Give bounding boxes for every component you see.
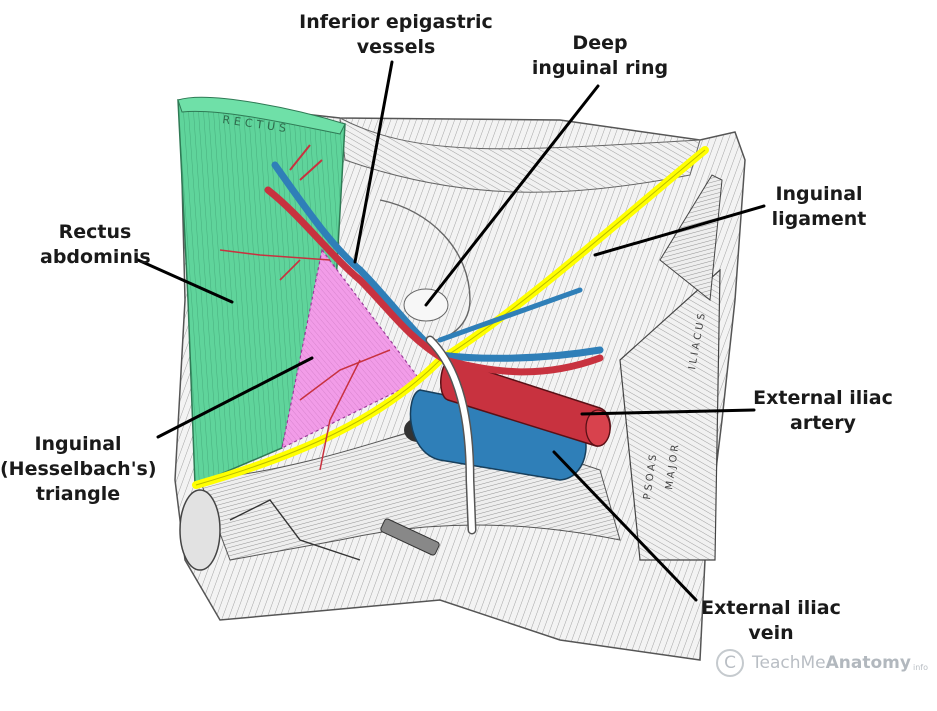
teachmeanatomy-watermark: C TeachMe Anatomy info xyxy=(716,646,928,680)
watermark-suffix: info xyxy=(912,663,928,672)
leader-deep-ring xyxy=(424,84,600,307)
leader-hesselbach xyxy=(156,356,314,439)
leader-inferior-epigastric xyxy=(353,60,394,264)
inferior-epigastric-vessels xyxy=(219,144,604,471)
leader-lines xyxy=(136,60,766,602)
leader-inguinal-ligament xyxy=(593,204,766,257)
rectus-abdominis-top xyxy=(177,96,346,135)
leader-vein xyxy=(552,450,698,602)
label-hesselbach-triangle: Inguinal(Hesselbach's)triangle xyxy=(0,433,157,505)
copyright-icon: C xyxy=(716,649,744,677)
hesselbach-triangle xyxy=(281,248,421,450)
leader-rectus xyxy=(136,258,234,304)
leader-artery xyxy=(580,408,756,416)
watermark-brand-plain: TeachMe xyxy=(752,653,826,673)
watermark-brand-bold: Anatomy xyxy=(825,653,911,673)
